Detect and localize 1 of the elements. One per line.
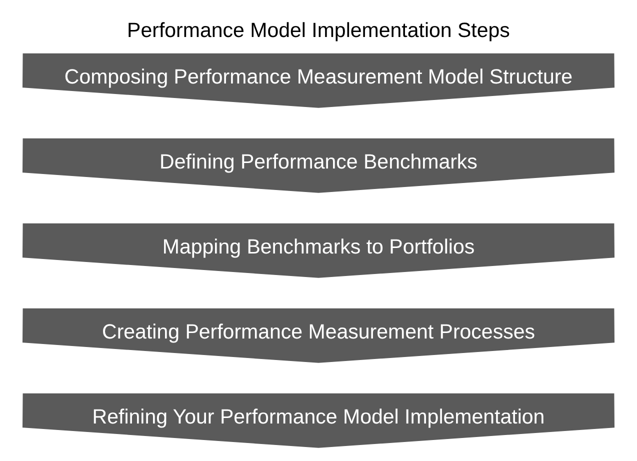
diagram-title: Performance Model Implementation Steps [127,18,510,42]
